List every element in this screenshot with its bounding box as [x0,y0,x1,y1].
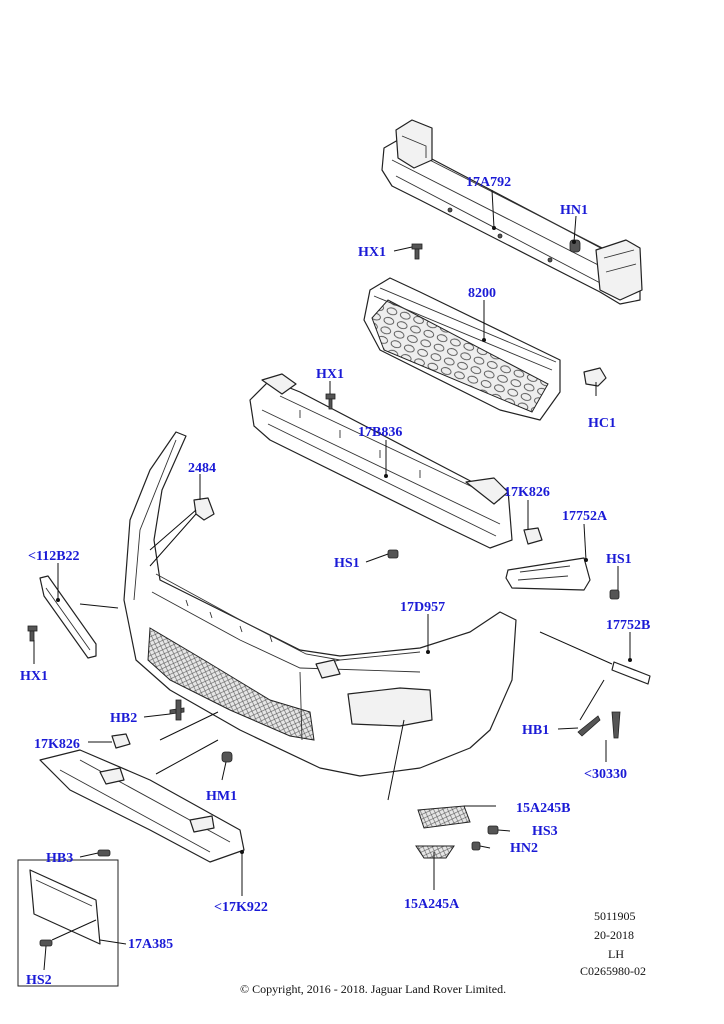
hb1-bolt [577,715,601,737]
label-15a245a: 15A245A [404,897,460,912]
reference-block: 5011905 20-2018 LH C0265980-02 [580,909,646,978]
copyright-text: © Copyright, 2016 - 2018. Jaguar Land Ro… [240,982,506,996]
label-2484: 2484 [188,461,216,476]
label-hs2: HS2 [26,973,52,988]
hm1-fastener [221,751,233,763]
ref-date: 20-2018 [594,928,634,942]
label-hb2: HB2 [110,711,137,726]
label-17a385: 17A385 [128,937,173,952]
hs3-screw [487,825,499,835]
label-112b22: <112B22 [28,549,80,564]
bracket-112b22 [39,575,97,659]
bracket-17752b [611,661,651,685]
ref-number: 5011905 [594,909,636,923]
cover-15a245a [415,845,455,859]
hn2-nut [471,841,481,851]
label-hs1-right: HS1 [606,552,632,567]
ref-code: C0265980-02 [580,964,646,978]
label-17752b: 17752B [606,618,650,633]
label-hb1: HB1 [522,723,549,738]
leader-lines [33,189,632,971]
label-17b836: 17B836 [358,425,402,440]
label-hx1-left: HX1 [20,669,48,684]
label-17a792: 17A792 [466,175,511,190]
label-17k826-left: 17K826 [34,737,80,752]
label-17k826-right: 17K826 [504,485,550,500]
label-hs3: HS3 [532,824,558,839]
hs1-screw-center [387,549,399,559]
hs1-screw-right [609,589,620,600]
hb2-bolt [169,699,185,721]
clip-17k826-left [111,733,131,749]
label-30330: <30330 [584,767,627,782]
label-hx1-mid: HX1 [316,367,344,382]
label-17752a: 17752A [562,509,608,524]
label-17d957: 17D957 [400,600,445,615]
hx1-screw-top [411,243,423,260]
hx1-screw-left [27,625,38,642]
callout-labels: 17A792 HN1 HX1 8200 HX1 HC1 17B836 2484 … [20,175,650,988]
label-hb3: HB3 [46,851,73,866]
front-grille [363,277,561,421]
cover-15a245b [417,805,471,829]
bumper-cover [123,431,517,777]
ref-side: LH [608,947,624,961]
label-hn2: HN2 [510,841,538,856]
hc1-clip [583,367,607,387]
screw-30330 [611,711,621,739]
hb3-bolt [97,849,111,857]
bracket-17752a [505,557,591,591]
label-hm1: HM1 [206,789,237,804]
reinforcement-beam [381,119,643,305]
label-hc1: HC1 [588,416,616,431]
label-hx1-top: HX1 [358,245,386,260]
bracket-2484 [193,497,215,521]
label-17k922: <17K922 [214,900,268,915]
plate-bracket-group [17,859,119,987]
undertray-17k922 [39,749,245,863]
clip-17k826-right [523,527,543,545]
label-15a245b: 15A245B [516,801,570,816]
label-hn1: HN1 [560,203,588,218]
label-hs1-left: HS1 [334,556,360,571]
bumper-support-beam [249,373,513,549]
label-8200: 8200 [468,286,496,301]
